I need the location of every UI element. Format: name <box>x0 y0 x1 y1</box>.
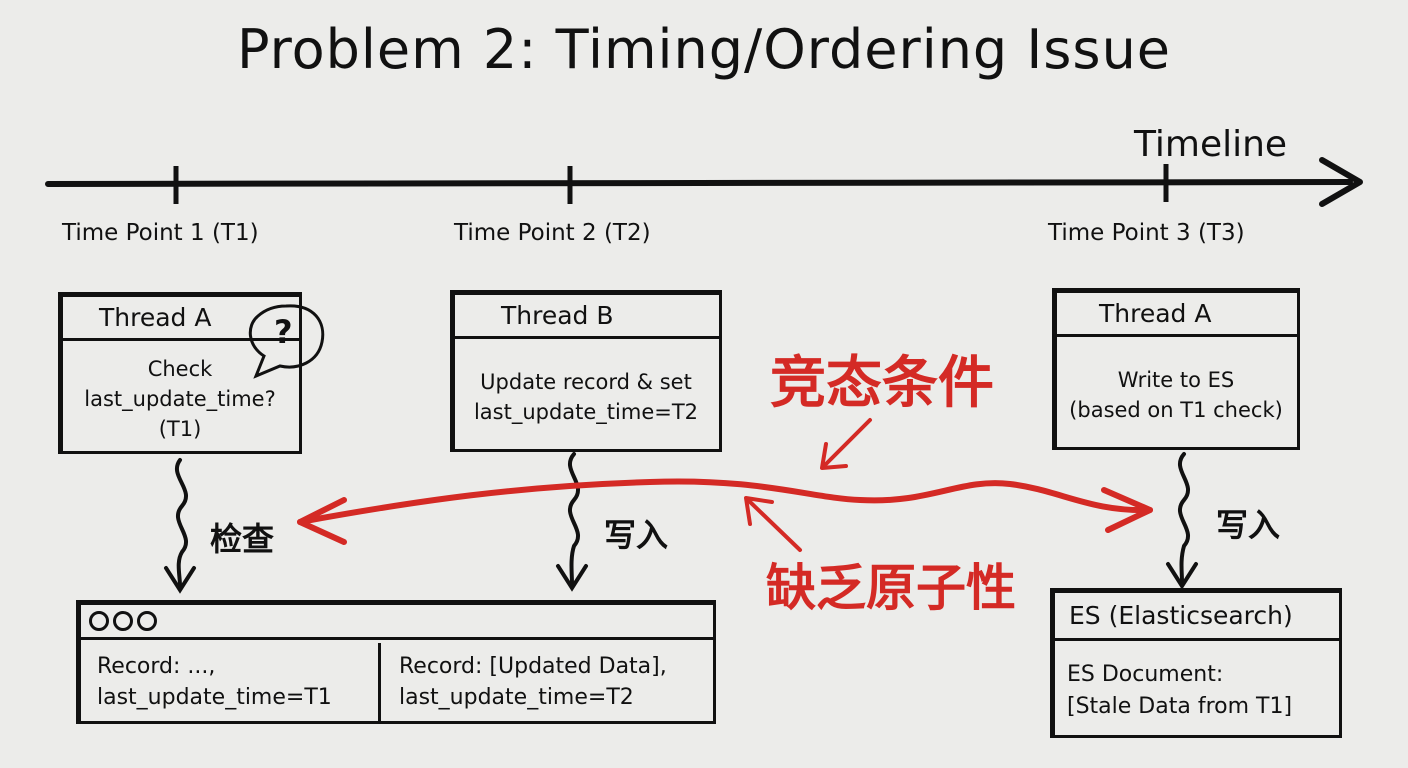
flow-arrowhead-thread-a-write <box>1166 562 1198 590</box>
write-label-thread-a: 写入 <box>1216 506 1281 544</box>
thread-a-t1-line: (T1) <box>158 417 202 441</box>
time-point-1-label: Time Point 1 (T1) <box>62 220 259 246</box>
thread-a-t1-box: Thread A Check last_update_time? (T1) <box>58 292 302 454</box>
write-label-thread-b: 写入 <box>604 516 669 554</box>
flow-arrowhead-thread-b-write <box>556 564 588 592</box>
database-record-t2: Record: [Updated Data], last_update_time… <box>381 643 713 721</box>
database-window: Record: ..., last_update_time=T1 Record:… <box>76 600 716 724</box>
atomicity-pointer-arrow <box>746 498 802 552</box>
database-record-t1: Record: ..., last_update_time=T1 <box>79 643 381 721</box>
record-t2-line: Record: [Updated Data], <box>399 654 667 679</box>
thread-a-t3-box: Thread A Write to ES (based on T1 check) <box>1052 288 1300 450</box>
race-pointer-arrowhead <box>820 442 848 470</box>
flow-arrow-thread-a-write <box>1177 452 1191 584</box>
race-arrowhead-left <box>297 497 347 545</box>
record-t1-line: last_update_time=T1 <box>97 685 332 710</box>
diagram-title: Problem 2: Timing/Ordering Issue <box>236 18 1172 81</box>
thread-b-t2-header: Thread B <box>453 293 719 339</box>
race-arrowhead-right <box>1101 487 1153 533</box>
window-dot-icon <box>113 611 133 631</box>
es-document-line: ES Document: <box>1067 662 1224 687</box>
thread-a-t3-line: Write to ES <box>1117 368 1235 392</box>
database-window-titlebar <box>79 603 713 640</box>
es-body: ES Document: [Stale Data from T1] <box>1053 647 1339 735</box>
time-point-2-label: Time Point 2 (T2) <box>454 220 651 246</box>
race-arrow <box>297 478 1153 525</box>
thread-b-t2-body: Update record & set last_update_time=T2 <box>453 345 719 449</box>
lack-atomicity-label: 缺乏原子性 <box>766 559 1016 617</box>
thread-b-t2-line: last_update_time=T2 <box>473 400 699 424</box>
timeline-axis-label: Timeline <box>1134 124 1288 165</box>
thread-a-t3-header: Thread A <box>1055 291 1297 337</box>
timeline-axis <box>45 179 1353 187</box>
thread-a-t1-line: last_update_time? <box>84 387 276 411</box>
question-mark-icon: ? <box>274 313 293 351</box>
thread-a-t3-body: Write to ES (based on T1 check) <box>1055 343 1297 447</box>
check-label: 检查 <box>210 520 275 558</box>
es-document-line: [Stale Data from T1] <box>1067 694 1293 719</box>
window-dot-icon <box>89 611 109 631</box>
race-condition-label: 竞态条件 <box>770 351 994 416</box>
flow-arrow-thread-a-check <box>175 458 189 588</box>
thread-a-t1-body: Check last_update_time? (T1) <box>61 347 299 451</box>
thread-a-t3-line: (based on T1 check) <box>1069 398 1283 422</box>
thread-a-t1-header: Thread A <box>61 295 299 341</box>
race-pointer-arrow <box>822 418 872 468</box>
record-t1-line: Record: ..., <box>97 654 216 679</box>
flow-arrowhead-thread-a-check <box>164 566 196 594</box>
time-point-3-label: Time Point 3 (T3) <box>1048 220 1245 246</box>
record-t2-line: last_update_time=T2 <box>399 685 634 710</box>
timeline-arrowhead <box>1319 157 1363 207</box>
es-box: ES (Elasticsearch) ES Document: [Stale D… <box>1050 588 1342 738</box>
thread-b-t2-box: Thread B Update record & set last_update… <box>450 290 722 452</box>
thread-a-t1-line: Check <box>147 357 213 381</box>
es-header: ES (Elasticsearch) <box>1053 591 1339 641</box>
flow-arrow-thread-b-write <box>567 452 581 586</box>
window-dot-icon <box>137 611 157 631</box>
thread-b-t2-line: Update record & set <box>480 370 692 394</box>
atomicity-pointer-arrowhead <box>744 496 774 526</box>
